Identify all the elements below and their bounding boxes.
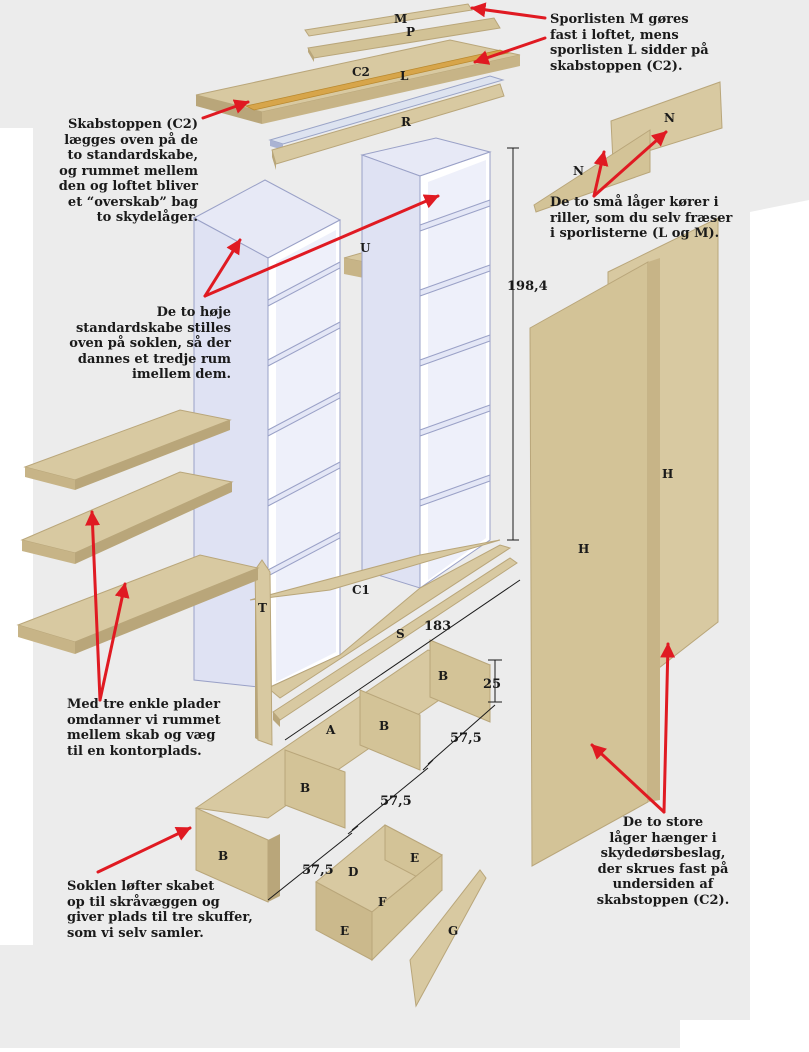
label-l: L xyxy=(400,69,409,83)
small-door-n-front xyxy=(533,129,651,213)
label-p: P xyxy=(406,25,415,39)
callout-arrows xyxy=(85,2,676,874)
label-h-rear: H xyxy=(662,467,673,481)
dimension-lines xyxy=(267,147,521,901)
callout-sporlisten: Sporlisten M gøres fast i loftet, mens s… xyxy=(550,12,709,74)
label-b-3: B xyxy=(300,781,310,795)
callout-sokkel: Soklen løfter skabet op til skråvæggen o… xyxy=(67,879,253,941)
callout-smaa-laager: De to små låger kører i riller, som du s… xyxy=(550,195,733,241)
label-f: F xyxy=(378,895,387,909)
dimension-width: 183 xyxy=(424,619,451,634)
label-h-front: H xyxy=(578,542,589,556)
dimension-57-5-b: 57,5 xyxy=(380,794,412,809)
desk-shelves xyxy=(16,409,260,654)
label-b-2: B xyxy=(379,719,389,733)
label-g: G xyxy=(448,924,458,938)
base-top-c1 xyxy=(249,539,501,601)
label-n-front: N xyxy=(573,164,584,178)
callout-plader: Med tre enkle plader omdanner vi rummet … xyxy=(67,697,221,759)
cabinet-right xyxy=(360,137,492,589)
label-c1: C1 xyxy=(352,583,370,597)
label-d: D xyxy=(348,865,358,879)
label-r: R xyxy=(401,115,412,129)
label-s: S xyxy=(396,627,405,641)
plinth-frame xyxy=(194,639,492,903)
label-b-4: B xyxy=(218,849,228,863)
strip-l xyxy=(244,49,510,111)
label-u: U xyxy=(360,241,371,255)
label-c2: C2 xyxy=(352,65,370,79)
dimension-57-5-c: 57,5 xyxy=(302,863,334,878)
callout-hoeje-skabe: De to høje standardskabe stilles oven på… xyxy=(69,305,231,382)
base-floor-c1 xyxy=(267,544,512,699)
label-m: M xyxy=(394,12,407,26)
dimension-25: 25 xyxy=(483,677,501,692)
label-t: T xyxy=(258,601,267,615)
label-e-2: E xyxy=(340,924,349,938)
label-a: A xyxy=(325,723,336,737)
large-door-h-front xyxy=(529,261,649,867)
callout-skabstoppen: Skabstoppen (C2) lægges oven på de to st… xyxy=(58,117,198,225)
plinth-strip-s xyxy=(272,557,518,721)
drawer-front-g xyxy=(409,869,487,1008)
dimension-57-5-a: 57,5 xyxy=(450,731,482,746)
callout-store-laager: De to store låger hænger i skydedørsbesl… xyxy=(596,815,730,908)
dimension-height: 198,4 xyxy=(507,279,548,294)
label-e-1: E xyxy=(410,851,419,865)
label-n-rear: N xyxy=(664,111,675,125)
label-b-1: B xyxy=(438,669,448,683)
drawer xyxy=(315,824,443,962)
